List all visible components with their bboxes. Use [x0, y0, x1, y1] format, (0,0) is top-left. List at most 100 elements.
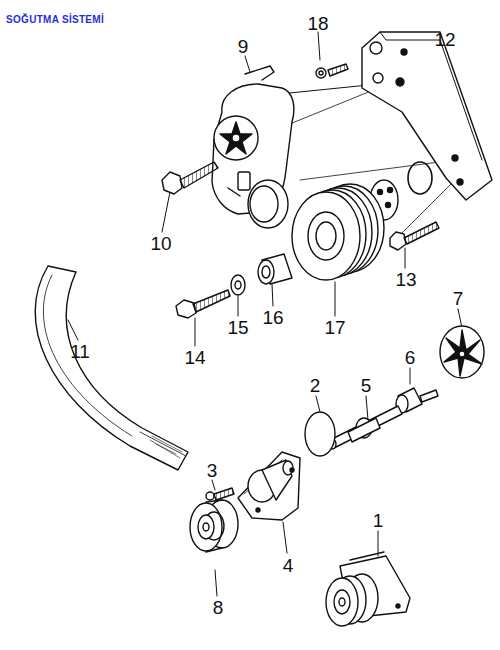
impeller-part: [444, 330, 482, 376]
bracket-part: [396, 78, 404, 86]
leader-lines-part: [215, 570, 217, 596]
long-bolt-part: [180, 162, 218, 188]
pump-housing-part: [290, 468, 294, 472]
pulley-17-part: [308, 212, 344, 260]
pulley-17-part: [316, 222, 336, 250]
screw: [206, 488, 234, 500]
pulley-17-part: [388, 188, 393, 193]
leader-lines-part: [68, 320, 78, 340]
pump-pulley-part: [203, 523, 209, 531]
shaft-part: [330, 406, 402, 448]
pump-pulley-part: [190, 503, 222, 551]
leader-lines-part: [162, 192, 170, 232]
bracket-part: [457, 179, 463, 185]
callout-number: 3: [207, 461, 218, 480]
small-bolt: [316, 64, 348, 78]
pump-housing-part: [262, 460, 292, 500]
callout-number: 6: [405, 348, 416, 367]
pump-assembly-part: [350, 552, 384, 560]
screw-part: [214, 488, 234, 500]
tensioner-part: [220, 122, 252, 154]
pulley-17-part: [386, 203, 391, 208]
ribbed-belt-part: [43, 275, 132, 436]
bracket: [362, 32, 492, 200]
bracket-part: [401, 49, 407, 55]
tensioner-part: [248, 180, 288, 228]
bracket-part: [373, 73, 383, 83]
tensioner: [212, 66, 294, 228]
page-title: SOĞUTMA SİSTEMİ: [6, 14, 104, 25]
small-bolt-part: [328, 64, 348, 76]
callout-number: 12: [434, 30, 455, 49]
leader-lines-part: [318, 32, 320, 60]
seal: [396, 388, 438, 413]
tensioner-part: [250, 186, 278, 222]
ribbed-belt-part: [150, 436, 182, 458]
pulley-17-part: [292, 192, 360, 280]
long-bolt-part: [162, 172, 182, 194]
impeller-part: [440, 326, 484, 378]
leader-lines-part: [272, 284, 273, 306]
pump-housing-part: [256, 508, 260, 512]
pump-assembly-part: [396, 604, 400, 608]
small-bolt-part: [319, 71, 323, 75]
leader-lines-part: [195, 318, 196, 346]
shaft-part: [348, 418, 380, 442]
callout-number: 4: [283, 556, 294, 575]
bracket-part: [452, 155, 458, 161]
leader-lines-part: [335, 282, 336, 316]
bolt-14-part: [193, 290, 230, 312]
callout-number: 14: [184, 348, 205, 367]
callout-number: 11: [70, 342, 90, 361]
pulley-17-part: [378, 190, 383, 195]
callout-number: 17: [324, 318, 345, 337]
callout-number: 10: [150, 234, 171, 253]
leader-lines-part: [378, 531, 379, 556]
callout-number: 5: [361, 376, 372, 395]
spacer-part: [262, 266, 270, 278]
callout-number: 8: [213, 598, 224, 617]
spacer-part: [258, 260, 274, 284]
pump-pulley: [190, 500, 238, 552]
pump-pulley-part: [198, 515, 214, 539]
pump-assembly: [326, 552, 410, 626]
callout-number: 2: [310, 376, 321, 395]
bracket-part: [362, 32, 492, 200]
seal-part: [420, 390, 438, 402]
pulley-17: [292, 162, 432, 280]
leader-lines-part: [458, 309, 462, 328]
tensioner-part: [238, 172, 250, 190]
bolt-13: [390, 222, 439, 250]
pump-housing-part: [238, 452, 300, 520]
pulley-17-part: [408, 162, 432, 194]
tensioner-part: [214, 116, 258, 160]
pump-housing-part: [283, 461, 293, 475]
leader-lines-part: [238, 296, 239, 316]
leader-lines-part: [245, 56, 250, 72]
callout-number: 13: [395, 270, 416, 289]
tensioner-part: [232, 134, 240, 142]
callout-number: 1: [373, 511, 384, 530]
ribbed-belt-part: [35, 266, 188, 470]
shaft: [328, 406, 402, 449]
pump-assembly-part: [326, 578, 358, 626]
bolt-14: [176, 290, 230, 318]
long-bolt: [162, 162, 218, 194]
small-bolt-part: [316, 68, 326, 78]
bolt-13-part: [404, 222, 439, 244]
impeller: [440, 326, 484, 378]
bracket-part: [380, 32, 482, 160]
pump-assembly-part: [334, 590, 350, 614]
washer-part: [231, 275, 245, 295]
bracket-part: [370, 42, 382, 54]
bolt-14-part: [176, 300, 196, 318]
callout-number: 7: [453, 289, 464, 308]
ribbed-belt: [35, 266, 188, 470]
leader-lines-part: [316, 396, 320, 412]
leader-lines: [68, 32, 462, 596]
ribbed-belt-part: [140, 432, 186, 456]
spacer: [258, 254, 292, 284]
gasket-part: [305, 412, 335, 456]
pump-assembly-part: [339, 598, 345, 606]
